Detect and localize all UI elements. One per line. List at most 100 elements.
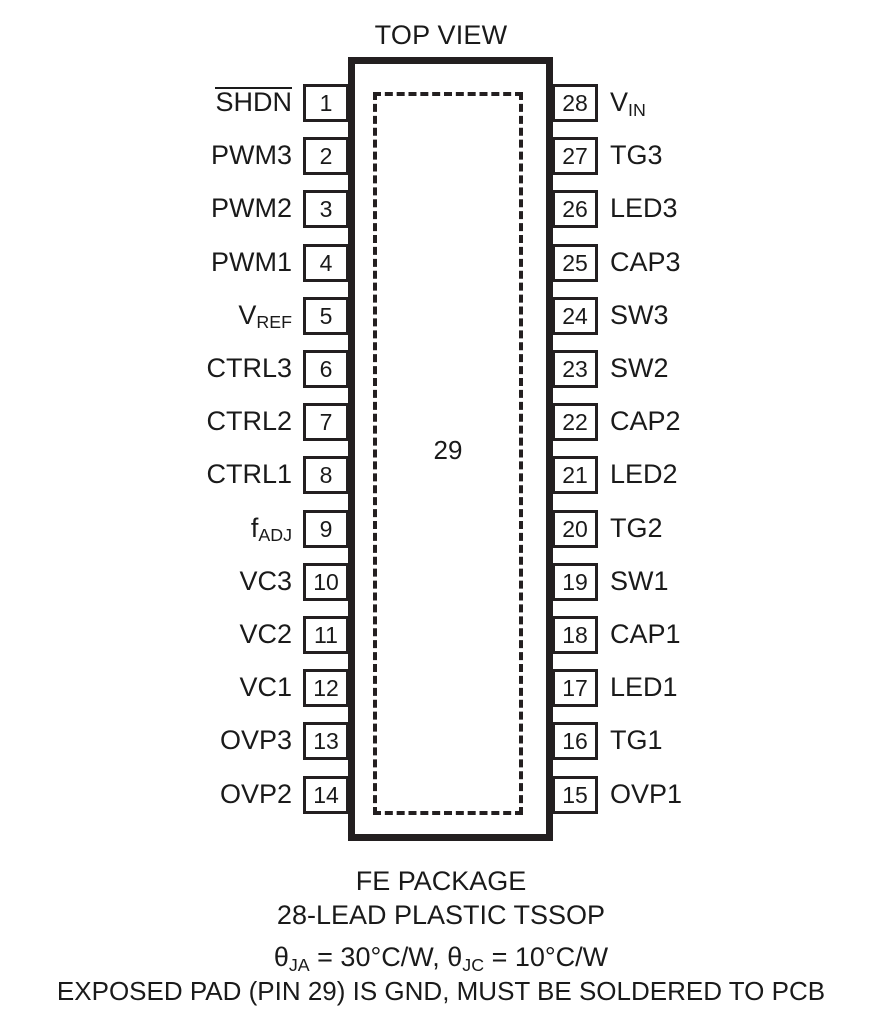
thermal-resistance-caption: θJA = 30°C/W, θJC = 10°C/W: [0, 941, 882, 977]
pin-label-19: SW1: [610, 565, 669, 596]
pin-row: 25 CAP3: [552, 243, 852, 282]
theta-ja-value: = 30°C/W,: [309, 942, 448, 972]
active-low-overline: SHDN: [215, 87, 292, 117]
pin-number-9: 9: [303, 509, 349, 548]
pin-number-23: 23: [552, 350, 598, 388]
pin-row: 20 TG2: [552, 509, 852, 548]
pin-row: 23 SW2: [552, 350, 852, 388]
pin-row: 2 PWM3: [60, 137, 349, 176]
pin-number-2: 2: [303, 137, 349, 176]
pin-label-10: VC3: [239, 565, 292, 596]
pin-number-5: 5: [303, 296, 349, 335]
pin-label-20: TG2: [610, 512, 663, 543]
pin-row: 28 VIN: [552, 84, 852, 122]
pin-row: 13 OVP3: [60, 722, 349, 761]
thermal-resistance-text: θJA = 30°C/W, θJC = 10°C/W: [0, 941, 882, 977]
pin-label-13: OVP3: [219, 725, 292, 756]
pin-label-18: CAP1: [610, 619, 681, 649]
pin-label-16: TG1: [610, 725, 663, 756]
pin-row: 21 LED2: [552, 456, 852, 495]
pin-row: 24 SW3: [552, 296, 852, 335]
package-body-outline: [348, 57, 553, 841]
pin-row: 10 VC3: [60, 562, 349, 601]
pin-row: 1 SHDN: [60, 84, 349, 122]
pin-label-24: SW3: [610, 299, 669, 330]
pin-number-12: 12: [303, 669, 349, 708]
pin-row: 16 TG1: [552, 722, 852, 761]
pin-label-8: CTRL1: [206, 459, 292, 490]
pin-number-11: 11: [303, 616, 349, 654]
exposed-pad-note-caption: EXPOSED PAD (PIN 29) IS GND, MUST BE SOL…: [0, 975, 882, 1008]
pin-label-9: fADJ: [250, 512, 292, 546]
pin-number-10: 10: [303, 562, 349, 601]
pin-label-subscript: ADJ: [258, 525, 292, 546]
lead-description-caption: 28-LEAD PLASTIC TSSOP: [0, 899, 882, 932]
pin-number-27: 27: [552, 137, 598, 176]
top-view-title: TOP VIEW: [374, 20, 508, 50]
pin-label-27: TG3: [610, 140, 663, 171]
theta-jc-symbol: θ: [447, 942, 463, 972]
pin-number-7: 7: [303, 403, 349, 442]
pin-number-24: 24: [552, 296, 598, 335]
pin-label-15: OVP1: [610, 778, 683, 809]
pin-label-21: LED2: [610, 459, 678, 490]
theta-ja-symbol: θ: [273, 942, 289, 972]
pin-label-5: VREF: [238, 299, 292, 333]
pin-number-17: 17: [552, 669, 598, 708]
pin-row: 9 fADJ: [60, 509, 349, 548]
pin-label-23: SW2: [610, 353, 669, 383]
lead-description-text: 28-LEAD PLASTIC TSSOP: [276, 900, 606, 930]
pin-number-22: 22: [552, 403, 598, 442]
pin-row: 26 LED3: [552, 190, 852, 229]
pin-row: 7 CTRL2: [60, 403, 349, 442]
pin-row: 6 CTRL3: [60, 350, 349, 388]
pin-label-subscript: IN: [628, 99, 646, 120]
pin-label-1: SHDN: [215, 84, 292, 122]
pin-number-25: 25: [552, 243, 598, 282]
pin-label-7: CTRL2: [206, 406, 292, 437]
pin-label-25: CAP3: [610, 246, 681, 277]
theta-jc-value: = 10°C/W: [484, 942, 609, 972]
pin-number-19: 19: [552, 562, 598, 601]
pin-label-26: LED3: [610, 193, 678, 224]
package-name-caption: FE PACKAGE: [0, 865, 882, 898]
pin-label-2: PWM3: [211, 140, 292, 171]
pin-row: 27 TG3: [552, 137, 852, 176]
pin-number-16: 16: [552, 722, 598, 761]
pin-row: 14 OVP2: [60, 775, 349, 814]
pin-label-subscript: REF: [256, 312, 292, 333]
pin-label-14: OVP2: [219, 778, 292, 809]
pin-number-21: 21: [552, 456, 598, 495]
pin-number-26: 26: [552, 190, 598, 229]
package-name-text: FE PACKAGE: [355, 866, 527, 896]
exposed-pad-outline: [373, 92, 523, 815]
pin-row: 19 SW1: [552, 562, 852, 601]
pin-number-6: 6: [303, 350, 349, 388]
pin-label-17: LED1: [610, 672, 678, 703]
pin-label-28: VIN: [610, 87, 646, 120]
pin-number-28: 28: [552, 84, 598, 122]
exposed-pad-note-text: EXPOSED PAD (PIN 29) IS GND, MUST BE SOL…: [56, 976, 826, 1006]
pin-label-6: CTRL3: [206, 353, 292, 383]
pin-label-3: PWM2: [211, 193, 292, 224]
pin-number-1: 1: [303, 84, 349, 122]
pin-row: 15 OVP1: [552, 775, 852, 814]
pin-number-20: 20: [552, 509, 598, 548]
pin-number-3: 3: [303, 190, 349, 229]
exposed-pad-number: 29: [433, 435, 463, 465]
pin-number-15: 15: [552, 775, 598, 814]
theta-ja-subscript: JA: [288, 954, 310, 975]
pin-row: 11 VC2: [60, 616, 349, 654]
pin-row: 3 PWM2: [60, 190, 349, 229]
pin-label-11: VC2: [239, 619, 292, 649]
pin-number-14: 14: [303, 775, 349, 814]
pin-number-8: 8: [303, 456, 349, 495]
theta-jc-subscript: JC: [462, 954, 485, 975]
pin-number-4: 4: [303, 243, 349, 282]
pin-row: 5 VREF: [60, 296, 349, 335]
pin-number-13: 13: [303, 722, 349, 761]
